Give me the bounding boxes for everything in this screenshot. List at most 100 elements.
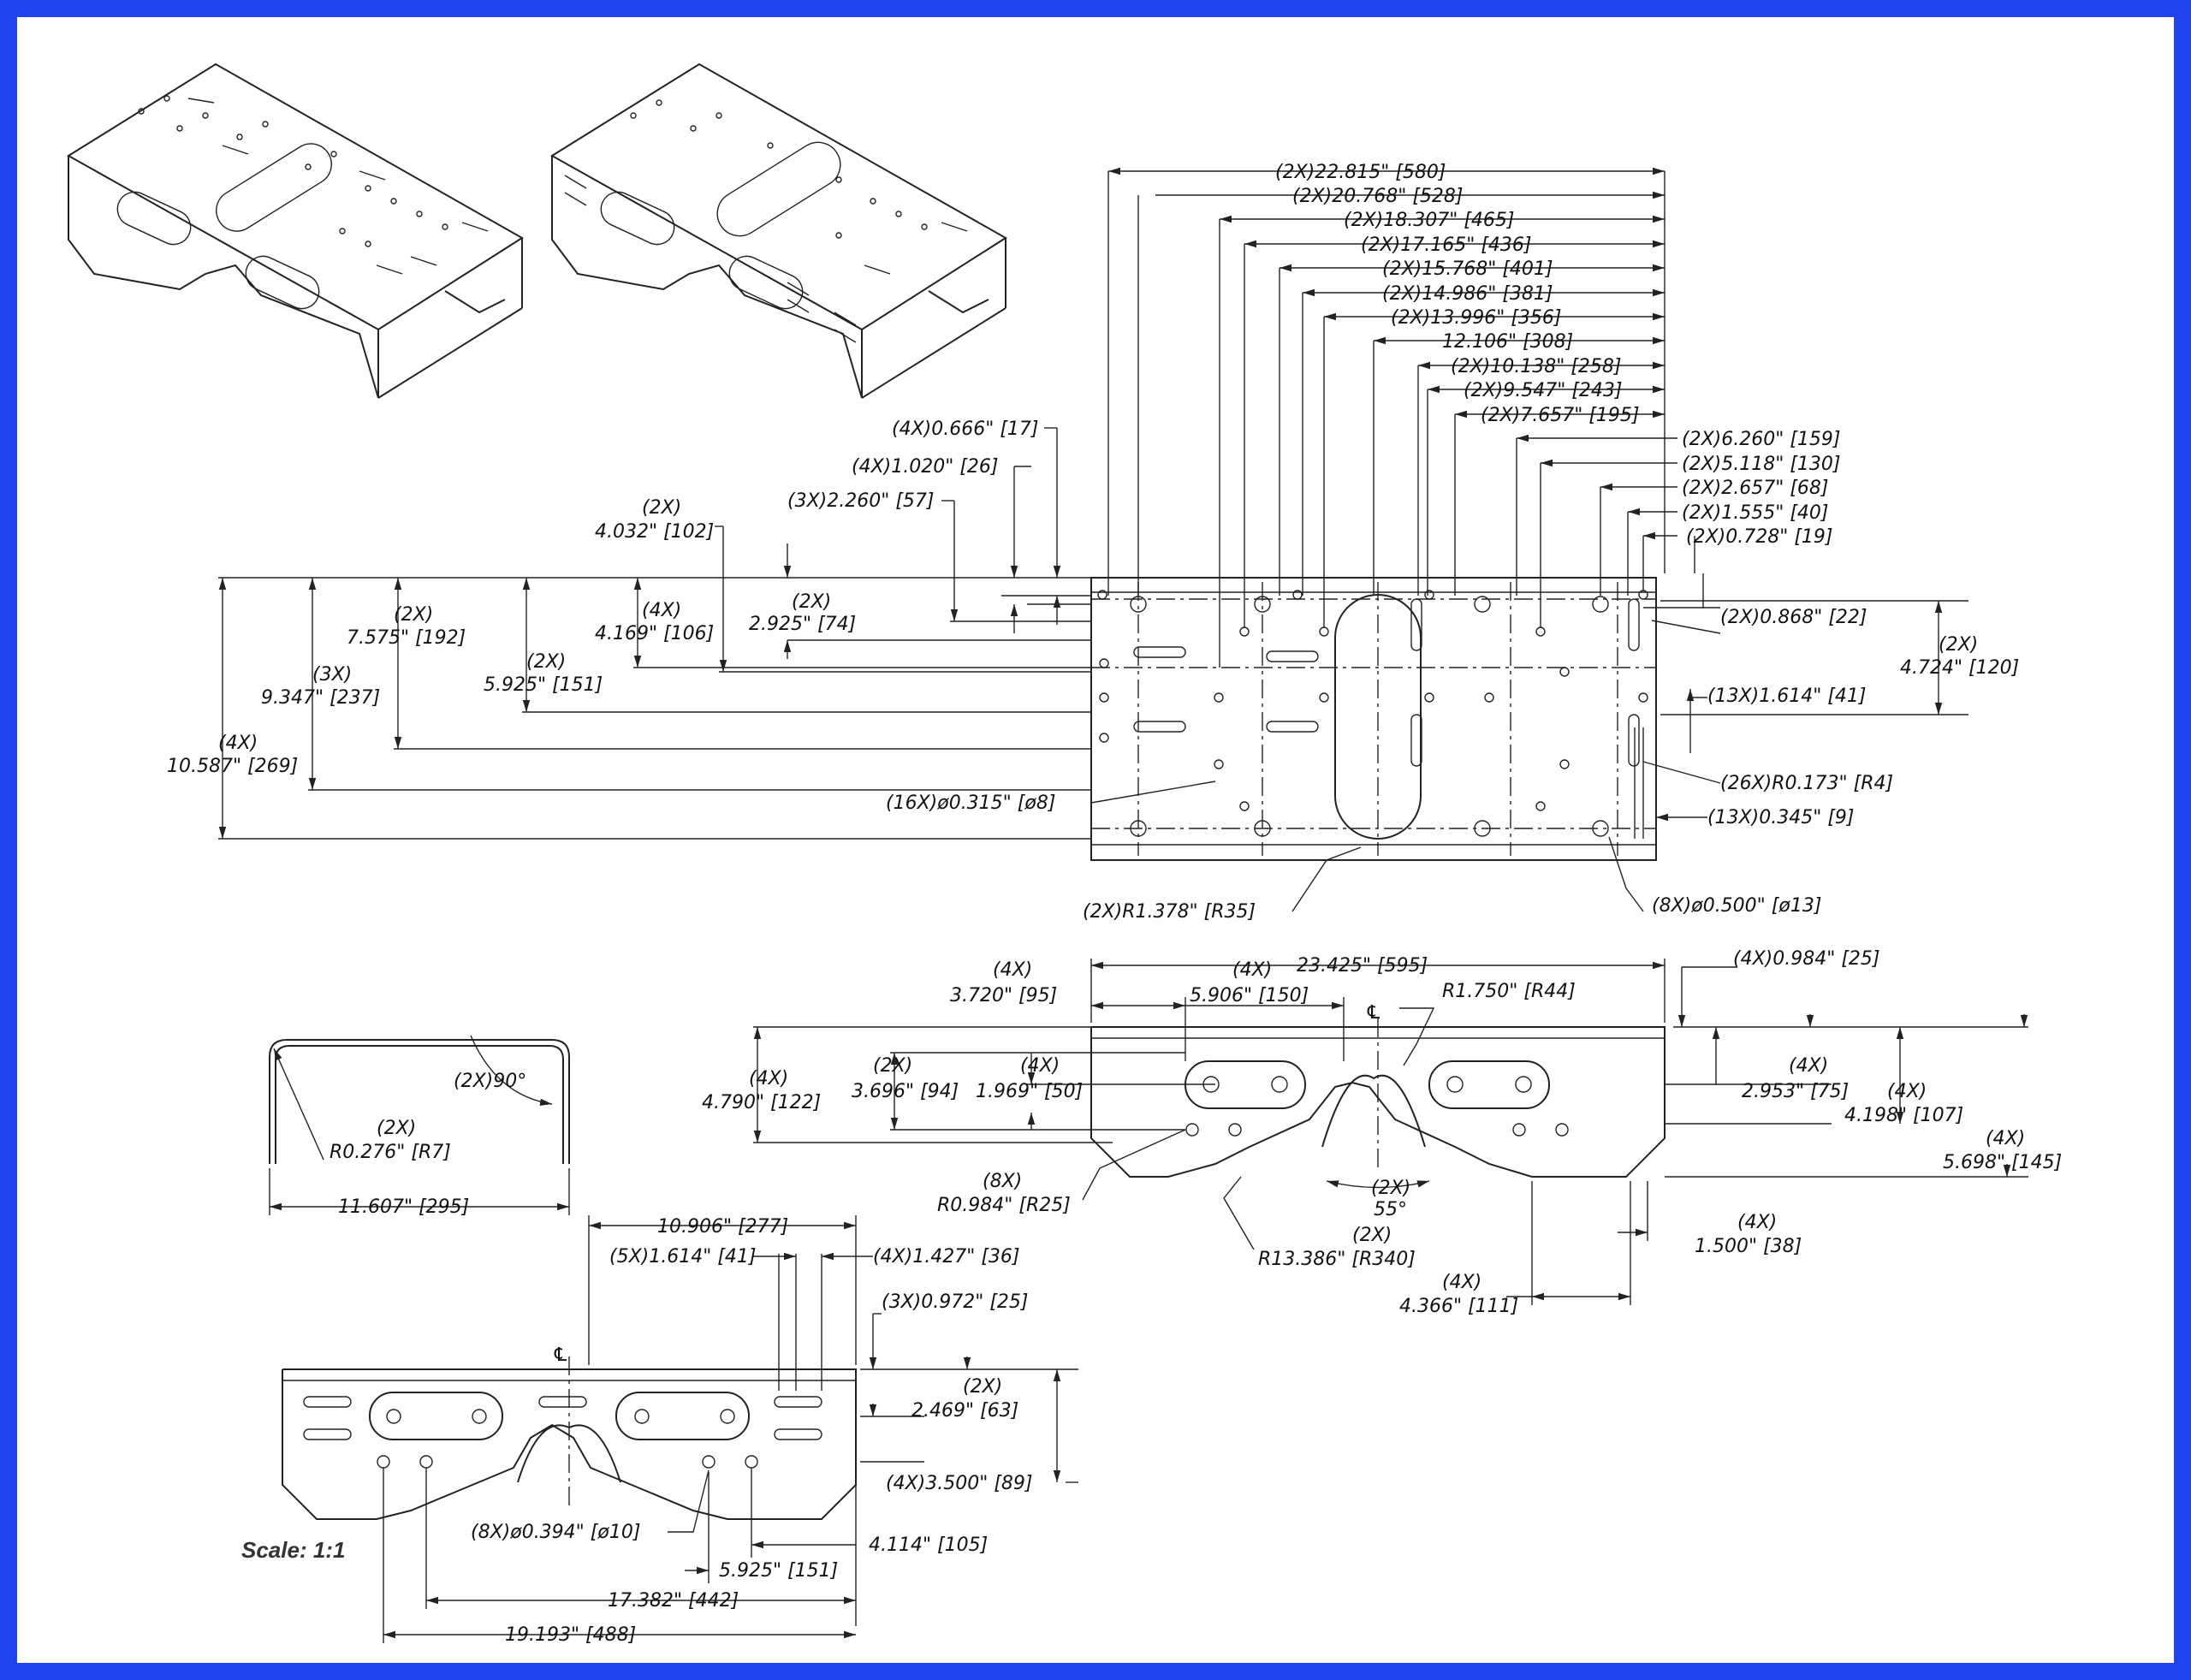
bend-view: (2X)90° (2X) R0.276" [R7] 11.607" [295] (269, 1035, 570, 1218)
dim-1-969: 1.969" [50] (976, 1081, 1083, 1102)
scale-label: Scale: 1:1 (241, 1537, 345, 1563)
dim-4-366: 4.366" [111] (1399, 1296, 1518, 1317)
callout-hole-16x: (16X)ø0.315" [ø8] (886, 793, 1055, 814)
dim-4-169: 4.169" [106] (595, 623, 714, 644)
dim-1-020: (4X)1.020" [26] (852, 456, 999, 478)
dim-2-469-qty: (2X) (963, 1376, 1002, 1398)
dim-11-607: 11.607" [295] (338, 1196, 469, 1218)
dim-2-260: (3X)2.260" [57] (787, 490, 935, 512)
dim-4-790-qty: (4X) (749, 1068, 788, 1089)
side-view (282, 1356, 857, 1520)
dim-1-427: (4X)1.427" [36] (873, 1246, 1020, 1267)
dim-hole-0-394: (8X)ø0.394" [ø10] (471, 1522, 640, 1543)
dim-r13-386-qty: (2X) (1352, 1225, 1392, 1246)
dim-r0-276-qty: (2X) (377, 1118, 416, 1139)
dim-19-193: 19.193" [488] (505, 1624, 636, 1646)
dim-17-165: (2X)17.165" [436] (1361, 234, 1531, 256)
dim-3-500: (4X)3.500" [89] (886, 1473, 1033, 1494)
dim-10-138: (2X)10.138" [258] (1451, 356, 1621, 377)
drawing-canvas: (2X)22.815" [580] (2X)20.768" [528] (2X)… (67, 62, 2062, 1646)
dim-r0-276: R0.276" [R7] (330, 1142, 451, 1163)
dim-4-032-qty: (2X) (642, 497, 681, 519)
front-holes (1185, 1076, 1569, 1137)
centerline-symbol: ℄ (1365, 1002, 1382, 1024)
side-view-dims: 10.906" [277] (5X)1.614" [41] (4X)1.427"… (241, 1215, 1078, 1646)
dim-6-260: (2X)6.260" [159] (1682, 429, 1841, 450)
dim-2-953-qty: (4X) (1789, 1055, 1828, 1077)
isometric-view-right (550, 62, 1007, 399)
dim-4-169-qty: (4X) (642, 600, 681, 621)
dim-4-724-qty: (2X) (1939, 634, 1978, 656)
dim-7-575: 7.575" [192] (347, 627, 466, 649)
dim-4-724: 4.724" [120] (1900, 657, 2019, 679)
dim-12-106: 12.106" [308] (1442, 331, 1573, 353)
dim-1-500: 1.500" [38] (1695, 1236, 1802, 1257)
dim-2-953: 2.953" [75] (1742, 1081, 1849, 1102)
dim-9-347-qty: (3X) (312, 664, 352, 686)
dim-5-906: 5.906" [150] (1190, 985, 1309, 1006)
small-holes (1097, 590, 1648, 811)
isometric-view-left (67, 62, 524, 399)
large-holes (1130, 596, 1609, 837)
dim-r13-386: R13.386" [R340] (1258, 1249, 1416, 1270)
dim-3-720-qty: (4X) (993, 959, 1032, 981)
dim-2-657: (2X)2.657" [68] (1682, 478, 1829, 499)
dim-5-925: 5.925" [151] (484, 674, 603, 696)
dim-3-720: 3.720" [95] (950, 985, 1057, 1006)
dim-90-deg: (2X)90° (454, 1071, 526, 1092)
dim-0-972: (3X)0.972" [25] (882, 1291, 1029, 1313)
dim-2-469: 2.469" [63] (911, 1400, 1018, 1422)
dim-55-deg-qty: (2X) (1371, 1178, 1410, 1199)
dim-4-198: 4.198" [107] (1844, 1105, 1963, 1126)
dim-9-547: (2X)9.547" [243] (1464, 380, 1623, 401)
front-view-dims: 23.425" [595] (4X) 3.720" [95] (4X) 5.90… (702, 948, 2062, 1317)
dim-2-925-qty: (2X) (792, 591, 831, 613)
dim-0-345: (13X)0.345" [9] (1707, 807, 1855, 828)
dim-4-032: 4.032" [102] (595, 521, 714, 543)
drawing-sheet: (2X)22.815" [580] (2X)20.768" [528] (2X)… (17, 17, 2174, 1663)
dim-1-969-qty: (4X) (1020, 1055, 1060, 1077)
dim-10-587: 10.587" [269] (167, 756, 298, 777)
side-centerline-symbol: ℄ (552, 1345, 569, 1366)
dim-22-815: (2X)22.815" [580] (1275, 162, 1446, 183)
top-view-horizontal-dims: (2X)22.815" [580] (2X)20.768" [528] (2X)… (1107, 162, 1841, 668)
side-slots (303, 1396, 822, 1469)
dim-3-696-qty: (2X) (873, 1055, 912, 1077)
dim-3-696: 3.696" [94] (852, 1081, 959, 1102)
dim-10-587-qty: (4X) (218, 733, 258, 754)
callout-slot-radius: (2X)R1.378" [R35] (1083, 901, 1256, 923)
callout-hole-8x: (8X)ø0.500" [ø13] (1652, 895, 1821, 917)
dim-1-555: (2X)1.555" [40] (1682, 502, 1829, 524)
dim-0-868: (2X)0.868" [22] (1720, 607, 1867, 628)
dim-2-925: 2.925" [74] (749, 614, 856, 635)
dim-r0-984: R0.984" [R25] (937, 1195, 1071, 1216)
dim-0-666: (4X)0.666" [17] (892, 419, 1039, 440)
dim-1-614: (13X)1.614" [41] (1707, 686, 1867, 707)
dim-7-575-qty: (2X) (394, 604, 433, 626)
dim-4-198-qty: (4X) (1887, 1081, 1927, 1102)
dim-20-768: (2X)20.768" [528] (1292, 186, 1463, 207)
dim-r0-173: (26X)R0.173" [R4] (1720, 773, 1893, 794)
front-view (1090, 1018, 1666, 1178)
dim-5-698-qty: (4X) (1986, 1128, 2025, 1149)
top-view-left-dims: (4X)0.666" [17] (4X)1.020" [26] (3X)2.26… (167, 419, 1091, 840)
hole-pattern (138, 95, 489, 275)
dim-r0-984-qty: (8X) (983, 1171, 1022, 1192)
dim-10-906: 10.906" [277] (657, 1216, 788, 1238)
dim-5-118: (2X)5.118" [130] (1682, 454, 1841, 475)
dim-4-114: 4.114" [105] (869, 1535, 988, 1556)
dim-r1-750: R1.750" [R44] (1442, 981, 1576, 1002)
dim-1-500-qty: (4X) (1737, 1212, 1777, 1233)
dim-23-425: 23.425" [595] (1297, 955, 1428, 977)
dim-13-996: (2X)13.996" [356] (1391, 307, 1561, 329)
dim-5-906-qty: (4X) (1232, 959, 1272, 981)
dim-1-614-5x: (5X)1.614" [41] (609, 1246, 757, 1267)
dim-17-382: 17.382" [442] (608, 1590, 739, 1612)
dim-15-768: (2X)15.768" [401] (1382, 258, 1553, 280)
hole-pattern-2 (564, 99, 968, 343)
dim-5-925-qty: (2X) (526, 651, 566, 673)
dim-5-925-side: 5.925" [151] (719, 1560, 838, 1582)
dim-4-366-qty: (4X) (1442, 1272, 1481, 1293)
dim-4-790: 4.790" [122] (702, 1092, 821, 1113)
dim-14-986: (2X)14.986" [381] (1382, 283, 1553, 305)
